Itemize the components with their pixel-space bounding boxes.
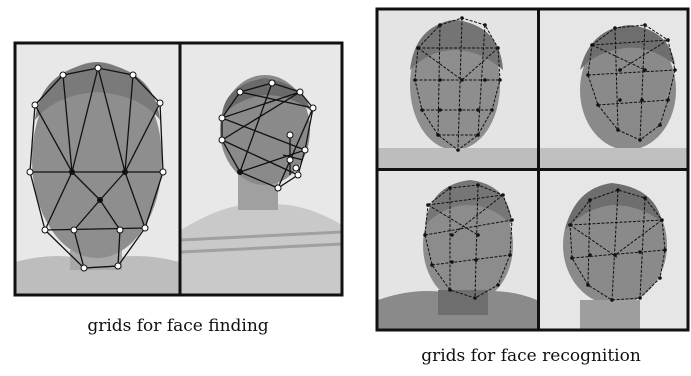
caption-face-recognition: grids for face recognition — [421, 346, 641, 366]
face-recognition-panel-3 — [378, 171, 537, 329]
face-recognition-panel-2 — [540, 10, 687, 168]
caption-face-finding: grids for face finding — [87, 316, 268, 336]
face-recognition-panel-4 — [540, 171, 687, 329]
face-finding-panel-frontal — [15, 43, 179, 295]
face-finding-panel-profile — [181, 43, 342, 295]
face-recognition-panel-1 — [378, 10, 537, 168]
